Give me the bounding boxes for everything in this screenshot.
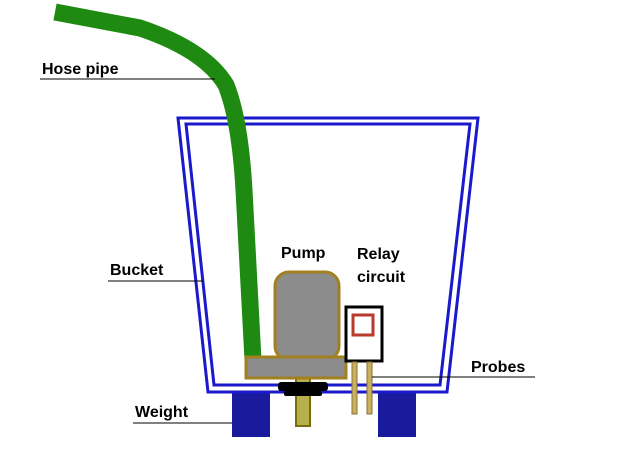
- weight-block-left: [232, 392, 270, 437]
- bucket-label: Bucket: [110, 262, 164, 279]
- pump-gasket: [278, 382, 328, 391]
- pump-gasket-lower: [284, 391, 322, 396]
- weight-label: Weight: [135, 404, 189, 421]
- pump-base: [244, 355, 348, 380]
- relay-label-line2: circuit: [357, 269, 406, 286]
- hose-pipe-label: Hose pipe: [42, 61, 119, 78]
- pump-body: [273, 270, 341, 362]
- bucket-outline-outer: [176, 116, 480, 394]
- relay-label-line1: Relay: [357, 246, 400, 263]
- pump-label: Pump: [281, 245, 326, 262]
- probe-right: [366, 361, 373, 415]
- probe-left: [351, 361, 358, 415]
- relay-circuit-component: [351, 313, 375, 337]
- weight-block-right: [378, 392, 416, 437]
- hose-pipe: [53, 3, 262, 361]
- probes-label: Probes: [471, 359, 525, 376]
- bucket-outline-inner: [184, 122, 472, 387]
